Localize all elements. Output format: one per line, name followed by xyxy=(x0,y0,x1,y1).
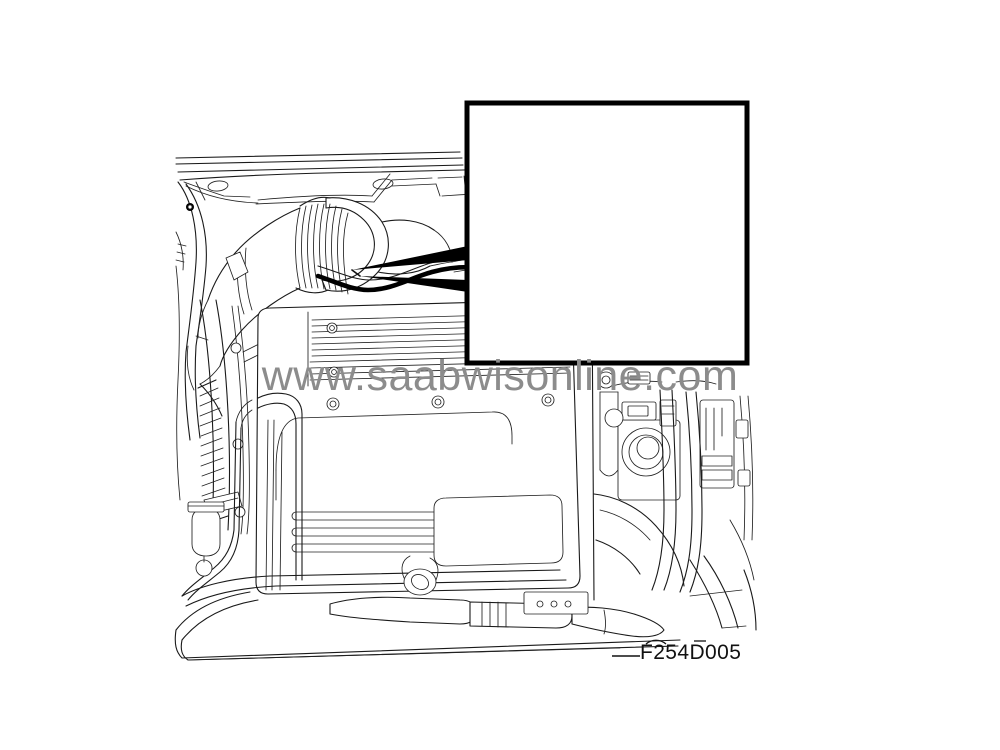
lower-assembly xyxy=(174,519,757,661)
right-component-stack xyxy=(591,299,754,601)
engine-cover xyxy=(255,299,581,595)
inner-fender-left xyxy=(175,181,207,501)
inset-leader-line xyxy=(351,246,468,292)
hose-bundle-left xyxy=(181,392,303,601)
figure-label: F254D005 xyxy=(640,641,742,664)
